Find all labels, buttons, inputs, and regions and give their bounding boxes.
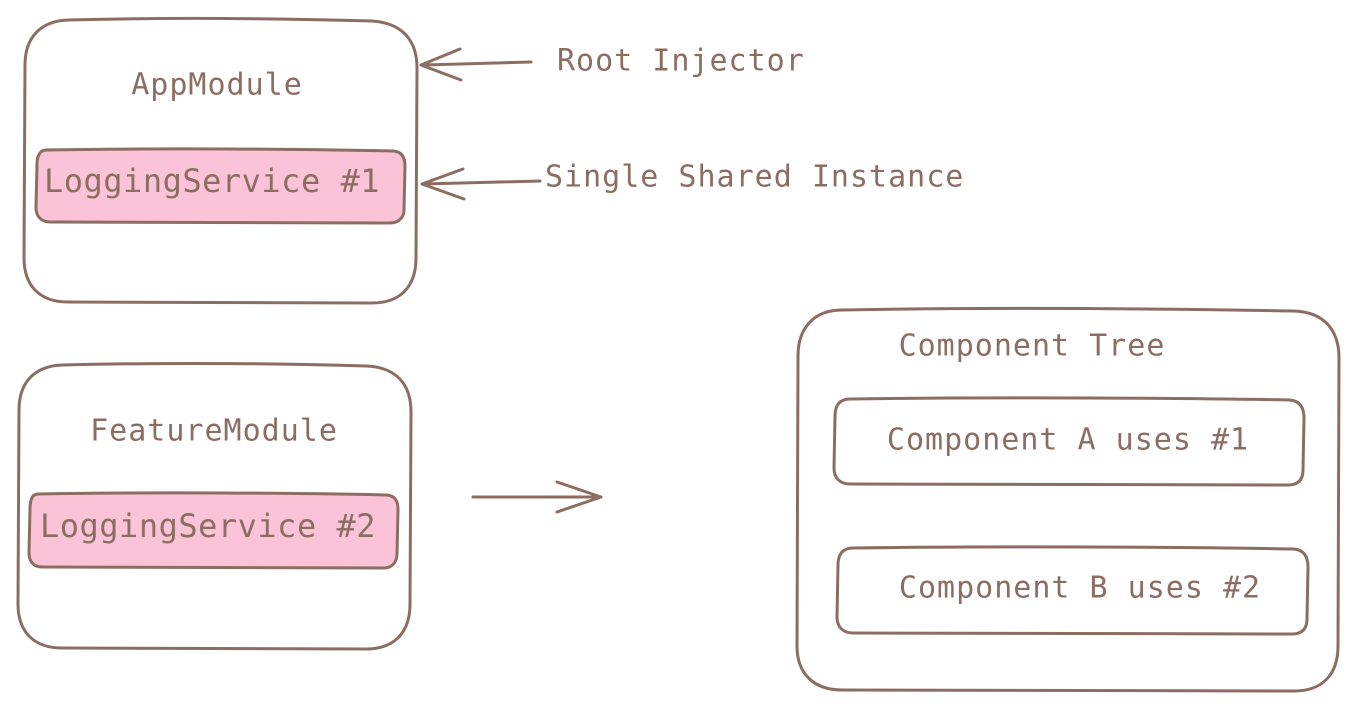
app-module-title: AppModule: [131, 68, 303, 103]
right-arrow-icon: [471, 480, 603, 514]
component-tree-border: [795, 306, 1341, 693]
single-shared-instance-annotation: Single Shared Instance: [420, 160, 964, 201]
single-shared-instance-arrow-icon: [420, 167, 542, 201]
component-b-box: [835, 545, 1310, 636]
feature-module-title: FeatureModule: [90, 414, 338, 449]
logging-service-2: LoggingService #2: [27, 491, 400, 570]
single-shared-instance-label: Single Shared Instance: [545, 160, 964, 195]
logging-service-2-label: LoggingService #2: [40, 507, 376, 545]
component-tree-title: Component Tree: [899, 329, 1166, 364]
logging-service-1-box: [34, 147, 407, 225]
component-b-label: Component B uses #2: [899, 571, 1261, 606]
app-module: AppModule LoggingService #1: [22, 16, 419, 305]
logging-service-2-box: [27, 491, 400, 570]
component-a: Component A uses #1: [832, 396, 1306, 487]
component-a-label: Component A uses #1: [887, 423, 1249, 458]
root-injector-arrow-icon: [419, 47, 533, 82]
app-module-border: [22, 16, 419, 305]
feature-module-border: [16, 361, 413, 651]
root-injector-label: Root Injector: [557, 44, 805, 79]
logging-service-1-label: LoggingService #1: [44, 162, 380, 200]
root-injector-annotation: Root Injector: [419, 44, 805, 82]
feature-module: FeatureModule LoggingService #2: [16, 361, 413, 651]
component-tree: Component Tree Component A uses #1 Compo…: [795, 306, 1341, 693]
component-a-box: [832, 396, 1306, 487]
logging-service-1: LoggingService #1: [34, 147, 407, 225]
component-b: Component B uses #2: [835, 545, 1310, 636]
